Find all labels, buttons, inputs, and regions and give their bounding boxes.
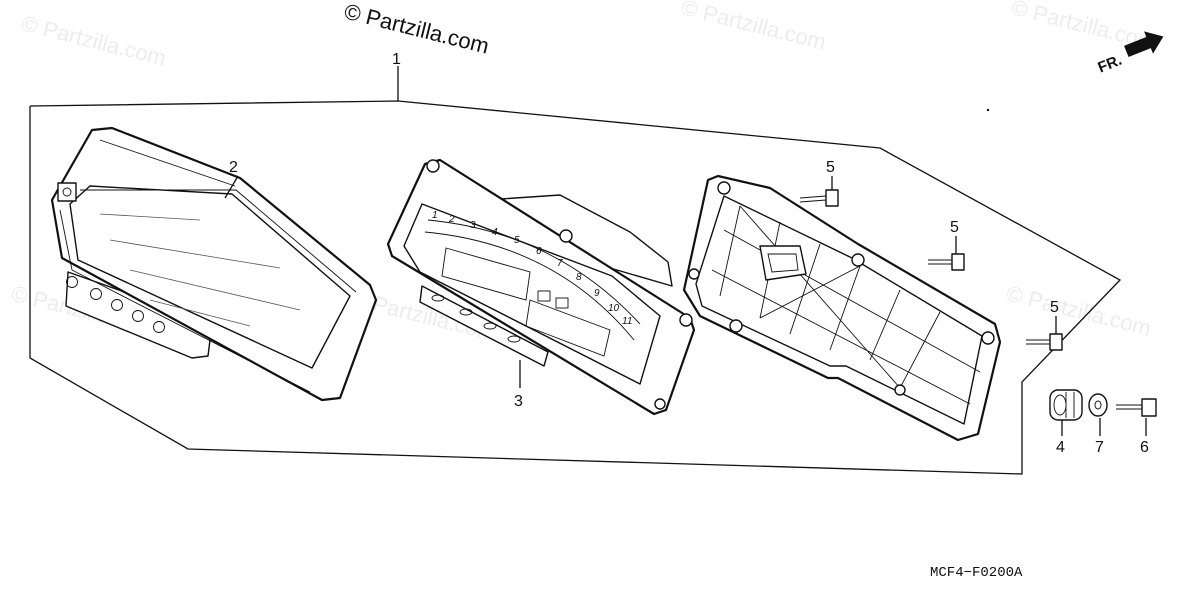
scale-number: 4 [492,227,498,238]
watermark-text: © Partzilla.com [19,11,169,71]
leader-line-lens [224,175,239,199]
tachometer-scale: 1 2 3 4 5 6 7 8 9 10 11 [432,210,632,327]
callout-labels: 1 2 3 5 5 5 4 7 6 [229,51,1149,456]
case-boss [981,331,995,345]
meter-body-part: 1 2 3 4 5 6 7 8 9 10 11 [386,158,696,416]
lcd-window-right [525,299,611,357]
scale-number: 8 [576,272,582,283]
callout-lens-cover: 2 [229,159,238,176]
glare-line [109,239,281,269]
indicator-lamp [537,290,551,302]
watermark-text: © Partzilla.com [679,0,829,55]
lens-corner-clip [57,182,77,202]
scale-number: 5 [514,235,520,246]
callout-assembly: 1 [392,51,401,68]
meter-back-case [682,174,1002,442]
lens-inner-rim [80,189,357,293]
connector-socket [759,245,807,281]
indicator-lamp [555,297,569,309]
case-cross-ribs [711,205,981,405]
diagram-code: MCF4−F0200A [930,565,1023,581]
callout-screw: 5 [950,219,959,236]
indicator-holes [66,276,165,333]
tachometer-arc [427,219,641,325]
lower-tab-holes [431,294,521,343]
callout-screw: 6 [1140,439,1149,456]
assembly-boundary [29,100,1122,475]
front-label: FR. [1095,52,1124,77]
mount-boss [654,398,666,410]
scale-number: 3 [470,220,476,231]
screw-part [1026,333,1063,351]
front-arrow-icon [1124,31,1164,58]
mount-boss [679,313,693,327]
scale-number: 1 [432,210,438,221]
lens-window [69,185,351,369]
case-boss [729,319,743,333]
lcd-window-left [441,247,531,301]
callout-meter-body: 3 [514,393,523,410]
tachometer-arc-inner [424,231,635,341]
case-boss [717,181,731,195]
partzilla-watermark: © Partzilla.com [342,0,492,59]
back-case-inner [695,195,983,425]
watermark-text: © Partzilla.com [1004,281,1154,341]
callout-screw: 5 [1050,299,1059,316]
scale-number: 2 [448,214,455,225]
callout-grommet: 4 [1056,439,1065,456]
lens-top-rim [99,139,236,187]
scale-number: 11 [622,316,632,327]
screw-part [928,253,965,271]
callout-washer: 7 [1095,439,1104,456]
lens-cover-part [50,126,378,402]
mount-boss [426,159,440,173]
case-boss [851,253,865,267]
scale-number: 6 [536,246,542,257]
meter-face [403,203,661,385]
scale-number: 9 [594,288,600,299]
scale-number: 7 [557,258,563,269]
case-boss [688,268,700,280]
speck [986,108,990,112]
glare-line [99,213,201,221]
scale-number: 10 [608,303,620,314]
grommet-part [1049,389,1083,421]
glare-line [129,269,301,311]
case-boss [894,384,906,396]
callout-screw: 5 [826,159,835,176]
mount-boss [559,229,573,243]
lens-bottom-rim [59,209,311,393]
screw-part [1116,398,1157,417]
washer-part [1088,393,1108,417]
screw-part [799,189,839,207]
glare-line [149,299,251,327]
